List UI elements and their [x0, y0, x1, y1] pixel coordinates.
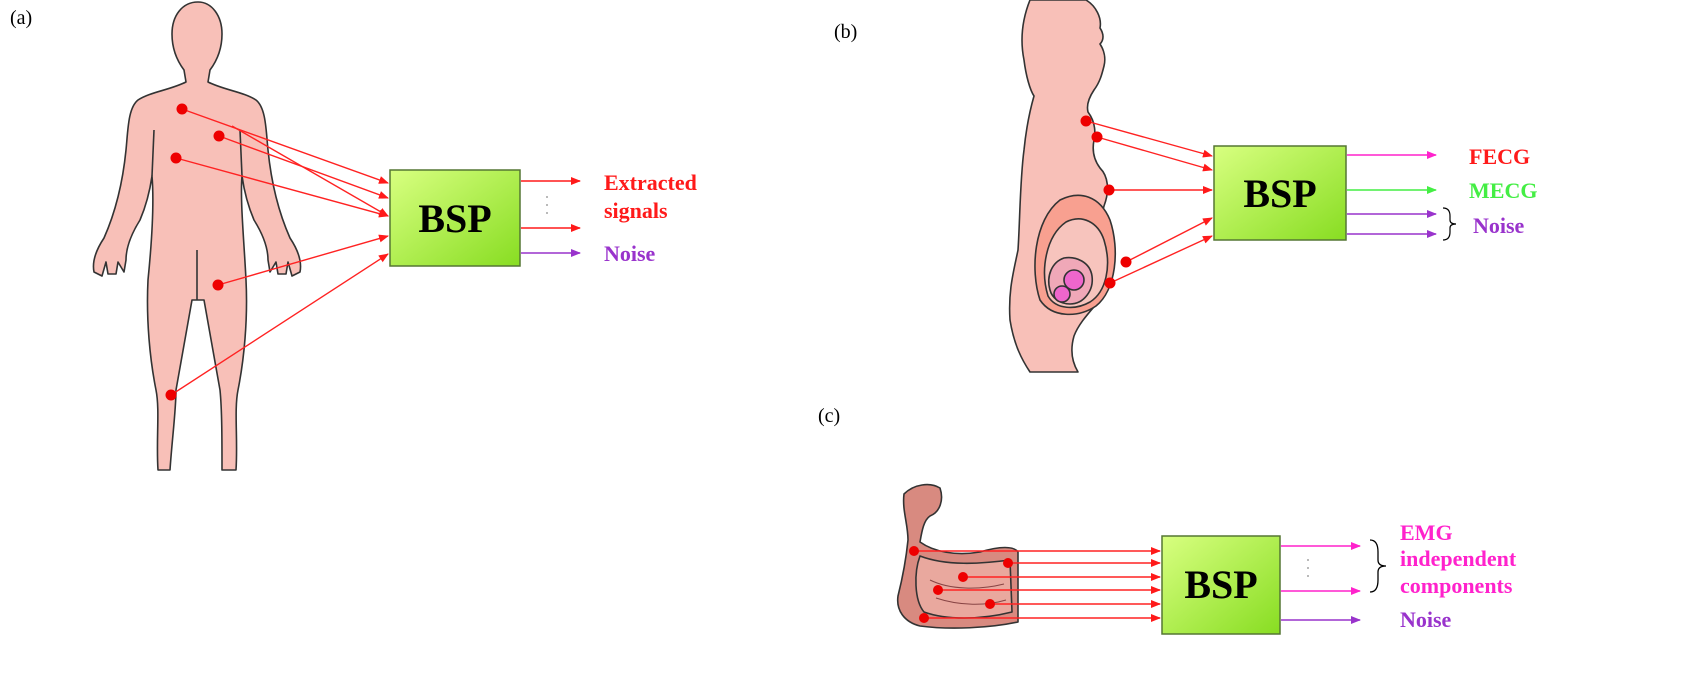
noise-label: Noise: [1473, 213, 1525, 238]
electrode: [958, 572, 968, 582]
bsp-block-label: BSP: [1243, 171, 1316, 216]
bsp-block-label: BSP: [1184, 562, 1257, 607]
electrode: [1081, 116, 1092, 127]
bsp-block-label: BSP: [418, 196, 491, 241]
extracted-label-line1: Extracted: [604, 170, 697, 195]
ellipsis-dots: [1307, 559, 1309, 577]
emg-label-line1: EMG: [1400, 520, 1453, 545]
emg-label-line3: components: [1400, 573, 1513, 598]
panel-a: (a) BSP: [10, 2, 697, 470]
panel-b: (b) BSP: [834, 0, 1537, 372]
lead-line: [1097, 137, 1212, 170]
ellipsis-dots: [546, 196, 548, 214]
emg-label-line2: independent: [1400, 546, 1517, 571]
human-body-figure: [93, 2, 300, 470]
electrode: [177, 104, 188, 115]
electrode: [933, 585, 943, 595]
electrode: [1092, 132, 1103, 143]
electrode: [1105, 278, 1116, 289]
noise-label: Noise: [604, 241, 656, 266]
panel-a-label: (a): [10, 7, 32, 29]
brace: [1443, 208, 1456, 240]
electrode: [985, 599, 995, 609]
electrode: [1104, 185, 1115, 196]
panel-c: (c) BSP: [818, 405, 1517, 634]
mecg-label: MECG: [1469, 178, 1537, 203]
electrode: [909, 546, 919, 556]
noise-label: Noise: [1400, 607, 1452, 632]
fecg-label: FECG: [1469, 144, 1530, 169]
electrode: [1121, 257, 1132, 268]
pregnant-woman-figure: [1010, 0, 1116, 372]
electrode: [213, 280, 224, 291]
electrode: [166, 390, 177, 401]
extracted-label-line2: signals: [604, 198, 668, 223]
electrode: [214, 131, 225, 142]
electrode: [919, 613, 929, 623]
electrode: [171, 153, 182, 164]
lead-line: [1086, 121, 1212, 156]
electrode: [1003, 558, 1013, 568]
panel-c-label: (c): [818, 405, 840, 427]
flexed-arm-figure: [898, 485, 1018, 628]
brace: [1370, 540, 1386, 592]
panel-b-label: (b): [834, 21, 857, 43]
